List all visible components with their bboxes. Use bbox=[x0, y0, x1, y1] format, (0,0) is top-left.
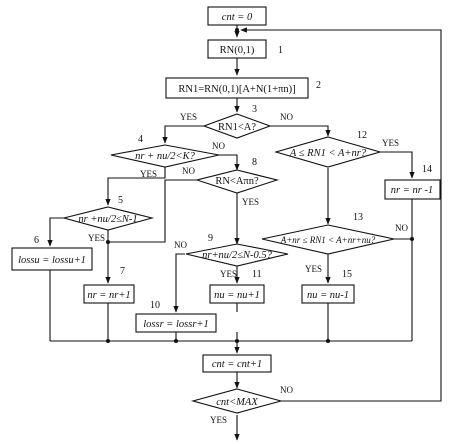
node-4-yes: YES bbox=[140, 169, 157, 179]
node-3-yes: YES bbox=[180, 112, 197, 122]
node-12: A ≤ RN1 < A+nr? 12 YES bbox=[274, 130, 399, 168]
node-9-no: NO bbox=[174, 240, 187, 250]
node-3-label: RN1<A? bbox=[218, 122, 256, 133]
node-cnt-init: cnt = 0 bbox=[207, 6, 267, 26]
node-8-no: NO bbox=[182, 166, 195, 176]
node-4-label: nr + nu/2<K? bbox=[135, 151, 195, 162]
node-cnt-increment-label: cnt = cnt+1 bbox=[212, 359, 262, 370]
node-1-label: RN(0,1) bbox=[220, 45, 255, 56]
node-4-number: 4 bbox=[138, 134, 143, 145]
node-8-yes: YES bbox=[242, 197, 259, 207]
node-14-number: 14 bbox=[422, 164, 432, 175]
node-12-yes: YES bbox=[382, 138, 399, 148]
junction-dots bbox=[106, 28, 414, 343]
node-6: lossu = lossu+1 6 bbox=[11, 235, 93, 271]
node-5-number: 5 bbox=[118, 195, 123, 206]
connectors bbox=[47, 25, 442, 441]
node-2: RN1=RN(0,1)[A+N(1+πn)] 2 bbox=[165, 77, 321, 99]
node-loop-check-label: cnt<MAX bbox=[216, 397, 258, 408]
node-11: nu = nu+1 11 bbox=[209, 269, 265, 304]
node-9: nr+nu/2≤N-0.5? 9 NO YES bbox=[174, 233, 289, 279]
node-1-number: 1 bbox=[278, 45, 283, 56]
node-cnt-increment: cnt = cnt+1 bbox=[202, 354, 272, 373]
node-5-label: nr +nu/2≤N-1 bbox=[78, 214, 137, 225]
node-12-label: A ≤ RN1 < A+nr? bbox=[289, 148, 367, 159]
node-15: nu = nu-1 15 bbox=[301, 269, 355, 304]
node-14: nr = nr -1 14 bbox=[384, 164, 441, 200]
node-5-yes: YES bbox=[88, 233, 105, 243]
node-loop-check: cnt<MAX NO YES bbox=[190, 385, 293, 425]
node-cnt-init-label: cnt = 0 bbox=[222, 12, 253, 23]
node-11-label: nu = nu+1 bbox=[214, 290, 260, 301]
node-loop-no: NO bbox=[280, 385, 293, 395]
node-8: RN<Aπn? 8 NO YES bbox=[182, 157, 279, 207]
node-9-yes: YES bbox=[220, 269, 237, 279]
node-2-number: 2 bbox=[316, 80, 321, 91]
node-13-no: NO bbox=[395, 223, 408, 233]
node-3-number: 3 bbox=[252, 104, 257, 115]
node-7-number: 7 bbox=[120, 266, 125, 277]
node-3-no: NO bbox=[280, 112, 293, 122]
node-4: nr + nu/2<K? 4 YES NO bbox=[110, 134, 225, 179]
node-13: A+nr ≤ RN1 < A+nr+nu? 13 NO YES bbox=[261, 212, 408, 274]
node-15-label: nu = nu-1 bbox=[307, 290, 349, 301]
node-10-label: lossr = lossr+1 bbox=[143, 319, 209, 330]
node-13-number: 13 bbox=[353, 212, 363, 223]
node-4-no: NO bbox=[212, 141, 225, 151]
node-6-number: 6 bbox=[34, 235, 39, 246]
node-15-number: 15 bbox=[342, 269, 352, 280]
node-6-label: lossu = lossu+1 bbox=[18, 255, 86, 266]
node-1: RN(0,1) 1 bbox=[207, 39, 283, 59]
node-loop-yes: YES bbox=[210, 415, 227, 425]
node-14-label: nr = nr -1 bbox=[391, 185, 433, 196]
node-11-number: 11 bbox=[252, 269, 262, 280]
node-13-yes: YES bbox=[305, 264, 322, 274]
node-10-number: 10 bbox=[150, 300, 160, 311]
node-13-label: A+nr ≤ RN1 < A+nr+nu? bbox=[280, 235, 376, 245]
node-9-number: 9 bbox=[208, 233, 213, 244]
node-9-label: nr+nu/2≤N-0.5? bbox=[202, 250, 272, 261]
node-12-number: 12 bbox=[357, 130, 367, 141]
node-8-label: RN<Aπn? bbox=[215, 176, 259, 187]
node-7-label: nr = nr+1 bbox=[87, 290, 130, 301]
node-3: RN1<A? 3 YES NO bbox=[180, 104, 293, 139]
node-7: nr = nr+1 7 bbox=[83, 266, 135, 304]
node-8-number: 8 bbox=[252, 157, 257, 168]
node-10: lossr = lossr+1 10 bbox=[135, 300, 217, 333]
node-5: nr +nu/2≤N-1 5 YES bbox=[61, 195, 155, 243]
node-2-label: RN1=RN(0,1)[A+N(1+πn)] bbox=[178, 84, 295, 95]
